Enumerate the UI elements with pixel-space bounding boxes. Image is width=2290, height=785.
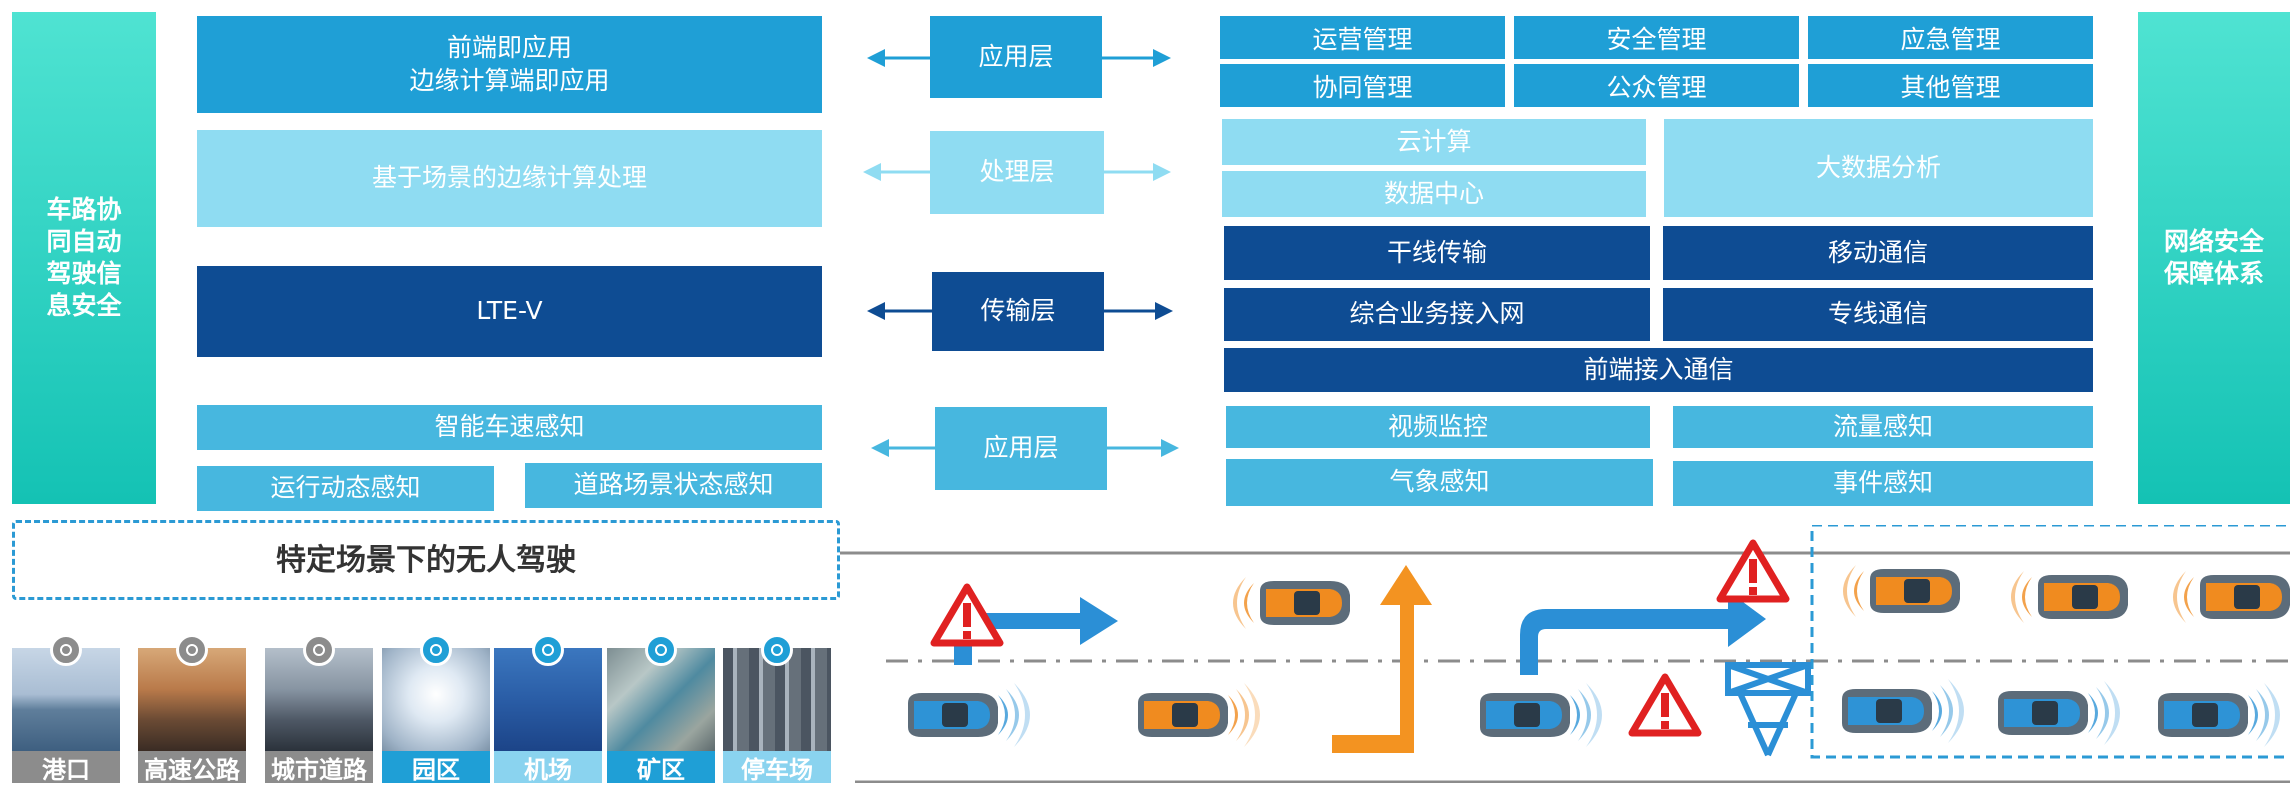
- transport-mobile: 移动通信: [1663, 226, 2093, 280]
- scenario-tile: 矿区: [607, 634, 715, 784]
- sensing-events: 事件感知: [1673, 461, 2093, 506]
- layer-label-transport-text: 传输层: [980, 296, 1056, 326]
- sensing-video-monitoring: 视频监控: [1226, 406, 1650, 448]
- scenario-title-box: 特定场景下的无人驾驶: [12, 520, 840, 600]
- right-side-label-bar: 网络安全 保障体系: [2138, 12, 2290, 504]
- orange-car: [1233, 577, 1350, 629]
- left-side-label: 车路协 同自动 驾驶信 息安全: [46, 195, 122, 320]
- warning-triangle-icon: [1720, 543, 1786, 599]
- scenario-title: 特定场景下的无人驾驶: [276, 542, 576, 578]
- orange-car: [1843, 565, 1960, 617]
- scenario-tile: 城市道路: [265, 634, 373, 784]
- scenario-tile-label: 城市道路: [265, 751, 373, 784]
- scenario-tile: 港口: [12, 634, 120, 784]
- transport-trunk: 干线传输: [1224, 226, 1650, 280]
- left-sensing-speed-text: 智能车速感知: [434, 412, 585, 442]
- left-application-text: 前端即应用 边缘计算端即应用: [409, 33, 610, 95]
- scenario-tile-label: 港口: [12, 751, 120, 784]
- processing-cloud-text: 云计算: [1396, 126, 1472, 156]
- park-icon: [420, 634, 452, 666]
- sensing-traffic-flow: 流量感知: [1673, 406, 2093, 448]
- left-processing-box: 基于场景的边缘计算处理: [197, 130, 822, 227]
- blue-car: [2158, 683, 2280, 747]
- processing-cloud-computing: 云计算: [1222, 119, 1646, 165]
- transport-mobile-text: 移动通信: [1827, 237, 1928, 267]
- layer-label-processing: 处理层: [930, 131, 1104, 214]
- blue-car: [1480, 683, 1602, 747]
- highway-icon: [176, 634, 208, 666]
- sensing-video-text: 视频监控: [1387, 411, 1488, 441]
- sensing-weather: 气象感知: [1226, 459, 1653, 506]
- orange-car: [2011, 571, 2128, 623]
- scenario-tile: 机场: [494, 634, 602, 784]
- city-icon: [303, 634, 335, 666]
- orange-car: [1138, 683, 1260, 747]
- scenario-tile-label: 园区: [382, 751, 490, 784]
- blue-overtake-arrow: [954, 597, 1118, 665]
- road-illustration: [840, 525, 2290, 783]
- processing-big-data: 大数据分析: [1664, 119, 2093, 217]
- transport-frontend-access: 前端接入通信: [1224, 348, 2093, 392]
- left-sensing-box-dynamic: 运行动态感知: [197, 466, 494, 511]
- airplane-icon: [532, 634, 564, 666]
- left-sensing-box-speed: 智能车速感知: [197, 405, 822, 450]
- platoon-dashed-frame: [1810, 525, 2290, 759]
- orange-car: [2173, 571, 2290, 623]
- scenario-tile-label: 停车场: [723, 751, 831, 784]
- processing-data-center: 数据中心: [1222, 171, 1646, 217]
- blue-car: [1998, 681, 2120, 745]
- layer-arrows: [863, 49, 1179, 457]
- layer-label-application: 应用层: [930, 16, 1102, 98]
- sensing-flow-text: 流量感知: [1832, 411, 1933, 441]
- layer-label-application-text: 应用层: [978, 41, 1054, 71]
- scenario-tile-label: 高速公路: [138, 751, 246, 784]
- sensing-weather-text: 气象感知: [1389, 467, 1490, 497]
- management-item: 应急管理: [1808, 16, 2093, 59]
- processing-bigdata-text: 大数据分析: [1815, 152, 1941, 182]
- mine-icon: [645, 634, 677, 666]
- scenario-tile-label: 矿区: [607, 751, 715, 784]
- parking-icon: [761, 634, 793, 666]
- left-processing-text: 基于场景的边缘计算处理: [371, 163, 647, 193]
- scenario-tile-label: 机场: [494, 751, 602, 784]
- left-sensing-dynamic-text: 运行动态感知: [270, 473, 421, 503]
- blue-car: [908, 683, 1030, 747]
- left-transport-text: LTE-V: [476, 296, 543, 326]
- left-transport-box: LTE-V: [197, 266, 822, 357]
- transport-trunk-text: 干线传输: [1386, 237, 1487, 267]
- left-sensing-road-state-text: 道路场景状态感知: [573, 470, 774, 500]
- management-item: 运营管理: [1220, 16, 1505, 59]
- roadside-tower-icon: [1725, 662, 1811, 757]
- blue-car: [1842, 679, 1964, 743]
- orange-lane-change-arrow: [1332, 565, 1432, 753]
- warning-triangle-icon: [1632, 677, 1698, 733]
- processing-datacenter-text: 数据中心: [1383, 178, 1484, 208]
- blue-turn-arrow: [1520, 591, 1766, 675]
- sensing-events-text: 事件感知: [1832, 468, 1933, 498]
- scenario-tile: 园区: [382, 634, 490, 784]
- management-grid: 运营管理 安全管理 应急管理 协同管理 公众管理 其他管理: [1220, 16, 2093, 107]
- transport-access-text: 综合业务接入网: [1349, 299, 1525, 329]
- right-side-label: 网络安全 保障体系: [2163, 227, 2264, 288]
- transport-access-network: 综合业务接入网: [1224, 288, 1650, 341]
- management-item: 安全管理: [1514, 16, 1799, 59]
- management-item: 协同管理: [1220, 64, 1505, 107]
- management-item: 公众管理: [1514, 64, 1799, 107]
- transport-leased-line: 专线通信: [1663, 288, 2093, 341]
- left-application-box: 前端即应用 边缘计算端即应用: [197, 16, 822, 113]
- layer-label-sensing: 应用层: [935, 407, 1107, 490]
- scenario-tile: 高速公路: [138, 634, 246, 784]
- layer-label-transport: 传输层: [932, 272, 1104, 351]
- port-icon: [50, 634, 82, 666]
- transport-frontend-text: 前端接入通信: [1583, 354, 1734, 384]
- left-side-label-bar: 车路协 同自动 驾驶信 息安全: [12, 12, 156, 504]
- scenario-tile: 停车场: [723, 634, 831, 784]
- left-sensing-box-road-state: 道路场景状态感知: [525, 463, 822, 508]
- layer-label-processing-text: 处理层: [979, 157, 1055, 187]
- transport-leased-text: 专线通信: [1827, 299, 1928, 329]
- layer-label-sensing-text: 应用层: [983, 433, 1059, 463]
- management-item: 其他管理: [1808, 64, 2093, 107]
